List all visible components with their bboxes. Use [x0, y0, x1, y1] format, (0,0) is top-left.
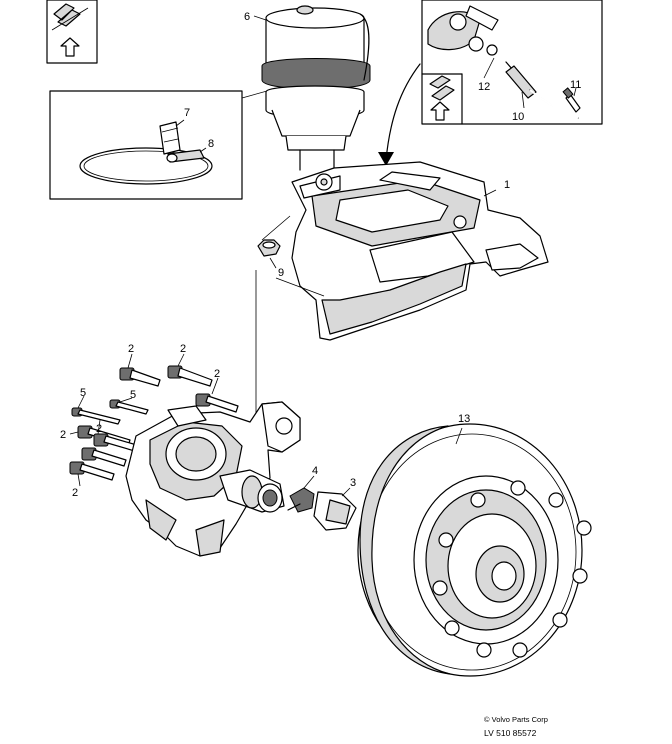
drawing-number: LV 510 85572 [484, 728, 537, 738]
arrow-up-icon [430, 101, 450, 121]
callout-8: 8 [208, 138, 214, 150]
inset-clamp [49, 83, 293, 200]
callout-3: 3 [350, 477, 356, 489]
abs-sensor [287, 475, 357, 531]
callout-2: 2 [96, 423, 102, 435]
bolts [69, 353, 239, 487]
steering-knuckle [125, 401, 301, 557]
callout-2: 2 [72, 487, 78, 499]
callout-11: 11 [570, 79, 581, 91]
inset-top-right [378, 0, 603, 166]
brake-chamber [253, 5, 371, 171]
callout-2: 2 [180, 343, 186, 355]
callout-5: 5 [80, 387, 86, 399]
arrow-up-icon [60, 37, 80, 57]
callout-2: 2 [60, 429, 66, 441]
brake-disc-hub [357, 423, 592, 677]
inset-top-left [46, 0, 98, 64]
callout-5: 5 [130, 389, 136, 401]
copyright-text: © Volvo Parts Corp [484, 715, 548, 724]
callout-7: 7 [184, 107, 190, 119]
callout-4: 4 [312, 465, 318, 477]
callout-10: 10 [512, 111, 524, 123]
callout-2: 2 [128, 343, 134, 355]
callout-12: 12 [478, 81, 490, 93]
callout-2: 2 [214, 368, 220, 380]
callout-13: 13 [458, 413, 470, 425]
brake-caliper [291, 161, 549, 341]
callout-6: 6 [244, 11, 250, 23]
callouts: 1 2 2 2 2 2 2 3 4 5 5 6 7 8 9 10 11 12 1… [60, 11, 581, 499]
nut [257, 215, 291, 269]
callout-1: 1 [504, 179, 510, 191]
callout-9: 9 [278, 267, 284, 279]
